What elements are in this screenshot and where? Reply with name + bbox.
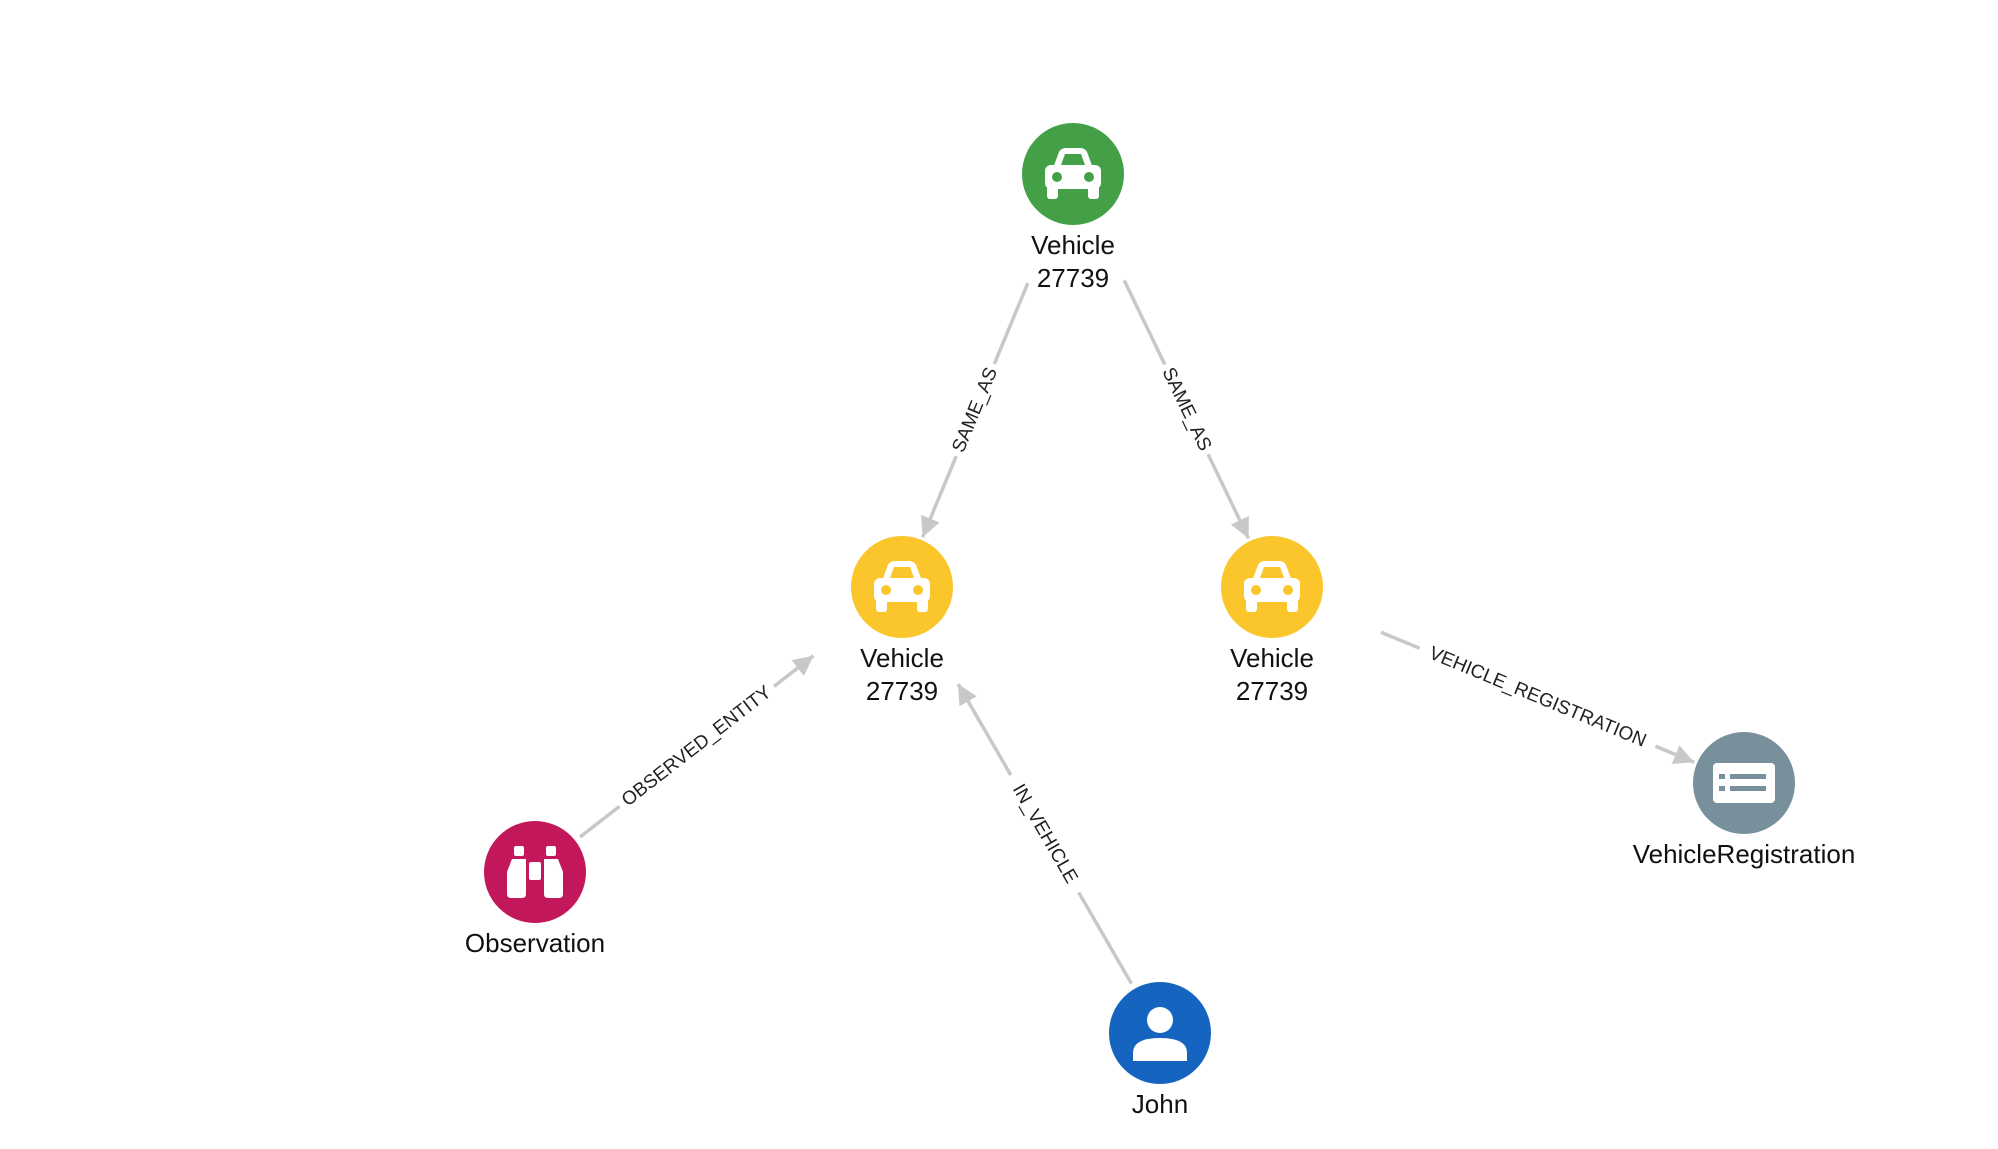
edge-line xyxy=(1077,891,1133,985)
node-label: Vehicle xyxy=(1230,643,1314,673)
node-label: 27739 xyxy=(1236,676,1308,706)
node-observation[interactable]: Observation xyxy=(465,821,605,958)
edges-layer: SAME_AS SAME_AS OBSERVED_ENTITY IN_VEHICLE V… xyxy=(578,279,1695,985)
edge-arrow xyxy=(772,654,815,688)
edge-same-as[interactable]: SAME_AS xyxy=(921,282,1030,538)
edge-label: VEHICLE_REGISTRATION xyxy=(1426,643,1649,752)
binoculars-icon xyxy=(507,846,563,898)
edge-arrow xyxy=(1654,744,1695,764)
person-icon xyxy=(1133,1007,1187,1061)
edge-line xyxy=(992,282,1030,365)
edge-arrow xyxy=(956,683,1013,776)
edge-line xyxy=(1380,630,1421,650)
edge-arrow xyxy=(1206,453,1251,540)
edge-observed-entity[interactable]: OBSERVED_ENTITY xyxy=(578,654,815,839)
car-icon xyxy=(1045,148,1101,199)
edge-line xyxy=(578,804,621,839)
node-label: John xyxy=(1132,1089,1188,1119)
edge-line xyxy=(1122,279,1167,366)
edge-label: SAME_AS xyxy=(1157,364,1215,454)
node-label: 27739 xyxy=(866,676,938,706)
edge-vehicle-registration[interactable]: VEHICLE_REGISTRATION xyxy=(1380,630,1695,764)
nodes-layer: Vehicle27739Vehicle27739Vehicle27739Obse… xyxy=(465,123,1855,1119)
edge-same-as[interactable]: SAME_AS xyxy=(1122,279,1251,540)
edge-label: OBSERVED_ENTITY xyxy=(618,682,776,811)
node-label: 27739 xyxy=(1037,263,1109,293)
node-label: Vehicle xyxy=(860,643,944,673)
edge-label: SAME_AS xyxy=(948,365,1002,456)
node-label: VehicleRegistration xyxy=(1633,839,1856,869)
node-registration[interactable]: VehicleRegistration xyxy=(1633,732,1856,869)
car-icon xyxy=(874,561,930,612)
edge-in-vehicle[interactable]: IN_VEHICLE xyxy=(956,683,1133,985)
node-label: Observation xyxy=(465,928,605,958)
edge-arrow xyxy=(921,455,958,538)
node-label: Vehicle xyxy=(1031,230,1115,260)
node-john[interactable]: John xyxy=(1109,982,1211,1119)
car-icon xyxy=(1244,561,1300,612)
list-card-icon xyxy=(1713,763,1775,803)
edge-label: IN_VEHICLE xyxy=(1008,781,1082,887)
